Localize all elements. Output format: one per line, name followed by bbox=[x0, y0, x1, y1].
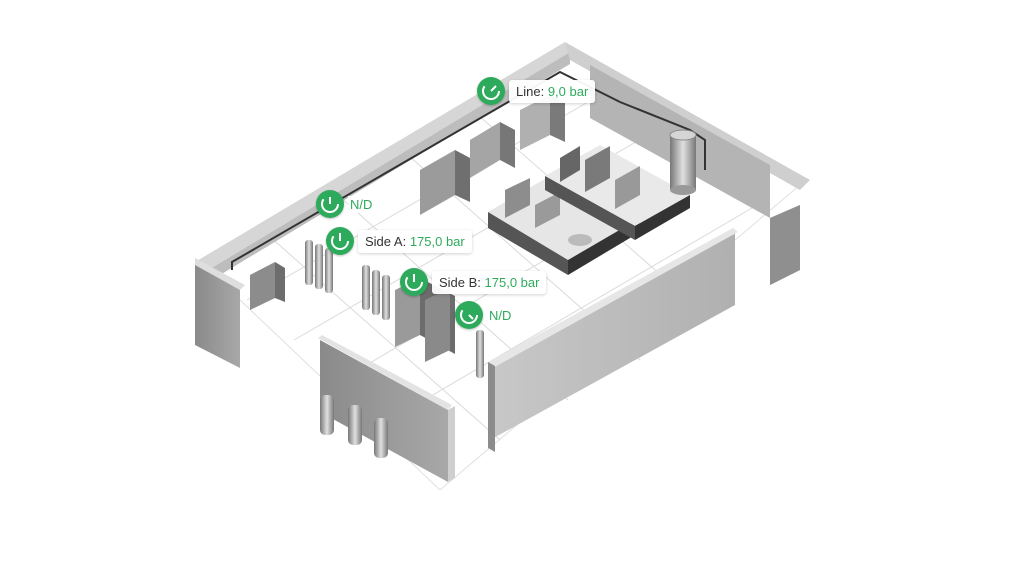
lab-bench-2 bbox=[545, 145, 690, 240]
wall-front-left bbox=[320, 340, 448, 482]
wall-back-left-face bbox=[205, 52, 570, 284]
sensor-side-b[interactable]: Side B: 175,0 bar bbox=[400, 268, 547, 296]
wall-front-right-top bbox=[488, 228, 738, 368]
sensor-line-label: Line: 9,0 bar bbox=[509, 79, 596, 103]
sensor-nd-1[interactable]: N/D bbox=[316, 190, 375, 218]
pressure-gauge-icon[interactable] bbox=[316, 190, 344, 218]
pressure-gauge-icon[interactable] bbox=[400, 268, 428, 296]
pressure-gauge-icon[interactable] bbox=[455, 301, 483, 329]
sensor-side-b-label: Side B: 175,0 bar bbox=[432, 270, 547, 294]
sensor-nd-2-value: N/D bbox=[487, 306, 514, 324]
sensor-nd-1-value: N/D bbox=[348, 195, 375, 213]
wall-right-end bbox=[770, 205, 800, 285]
gas-cylinders-front bbox=[320, 395, 388, 458]
pressure-gauge-icon[interactable] bbox=[326, 227, 354, 255]
wall-front-right bbox=[490, 232, 735, 440]
wall-front-left-top bbox=[318, 335, 452, 410]
wall-back-left bbox=[195, 42, 570, 272]
sensor-line-value: 9,0 bar bbox=[547, 83, 589, 99]
pressure-gauge-icon[interactable] bbox=[477, 77, 505, 105]
sensor-side-a-name: Side A: bbox=[365, 233, 410, 249]
wall-back-right bbox=[565, 42, 810, 190]
wall-front-right-end bbox=[488, 362, 495, 452]
storage-tank bbox=[669, 129, 697, 195]
sensor-line[interactable]: Line: 9,0 bar bbox=[477, 77, 596, 105]
sensor-side-a-label: Side A: 175,0 bar bbox=[358, 229, 472, 253]
gas-pipe-line bbox=[231, 70, 706, 270]
sensor-side-b-value: 175,0 bar bbox=[484, 274, 540, 290]
sensor-nd-2[interactable]: N/D bbox=[455, 301, 514, 329]
wall-left-top bbox=[195, 258, 245, 290]
sensor-side-a-value: 175,0 bar bbox=[409, 233, 465, 249]
sensor-side-a[interactable]: Side A: 175,0 bar bbox=[326, 227, 472, 255]
gas-cabinets bbox=[395, 278, 484, 378]
wall-left bbox=[195, 262, 240, 368]
sensor-line-name: Line: bbox=[516, 83, 548, 99]
gas-cylinders-left bbox=[305, 240, 390, 320]
equipment-row-back bbox=[250, 95, 565, 310]
sensor-side-b-name: Side B: bbox=[439, 274, 485, 290]
wall-front-left-end bbox=[448, 406, 455, 482]
